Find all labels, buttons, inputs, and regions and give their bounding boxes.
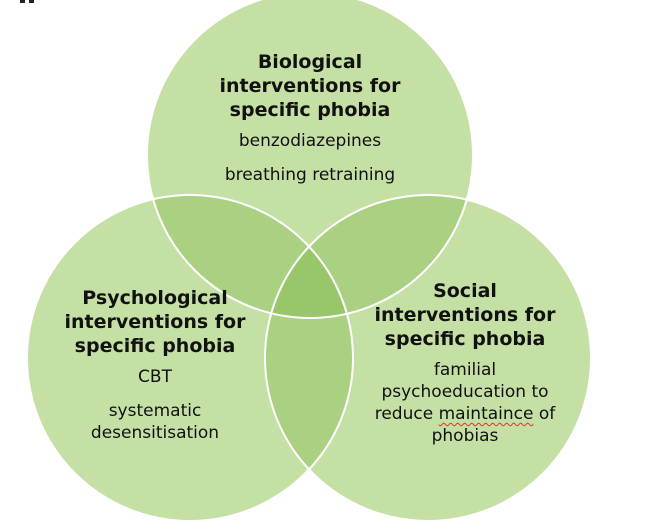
social-label: Social interventions for specific phobia…: [345, 279, 585, 447]
biological-label: Biological interventions for specific ph…: [185, 50, 435, 186]
biological-circle-outline: [146, 0, 474, 319]
social-heading-line: Social: [433, 280, 497, 302]
psychological-item: desensitisation: [90, 423, 220, 443]
social-item: phobias: [431, 426, 499, 446]
social-item: familial: [433, 360, 497, 380]
social-item-line: reduce maintaince of: [345, 403, 585, 425]
social-item-text: of: [533, 404, 556, 424]
biological-heading: Biological interventions for specific ph…: [185, 50, 435, 122]
spellcheck-flagged-word: maintaince: [438, 404, 534, 424]
cropped-text-fragment-icon: [20, 0, 34, 3]
psychological-label: Psychological interventions for specific…: [40, 286, 270, 444]
social-circle-outline: [264, 194, 592, 522]
psychological-heading-line: interventions for: [64, 311, 246, 333]
overlap-biological-social: [265, 195, 473, 318]
overlap-biological-psychological: [147, 195, 353, 318]
social-heading-line: interventions for: [374, 304, 556, 326]
psychological-heading-line: specific phobia: [74, 335, 236, 357]
psychological-circle-outline: [26, 194, 354, 522]
psychological-heading-line: Psychological: [82, 287, 228, 309]
biological-item: breathing retraining: [224, 165, 396, 185]
psychological-heading: Psychological interventions for specific…: [40, 286, 270, 358]
biological-heading-line: specific phobia: [229, 99, 391, 121]
social-heading-line: specific phobia: [384, 328, 546, 350]
biological-heading-line: interventions for: [219, 75, 401, 97]
social-heading: Social interventions for specific phobia: [345, 279, 585, 351]
biological-item: benzodiazepines: [238, 131, 382, 151]
social-item-text: reduce: [374, 404, 439, 424]
biological-heading-line: Biological: [257, 51, 363, 73]
psychological-item: systematic: [108, 401, 202, 421]
social-item: psychoeducation to: [381, 382, 549, 402]
psychological-item: CBT: [138, 367, 172, 387]
